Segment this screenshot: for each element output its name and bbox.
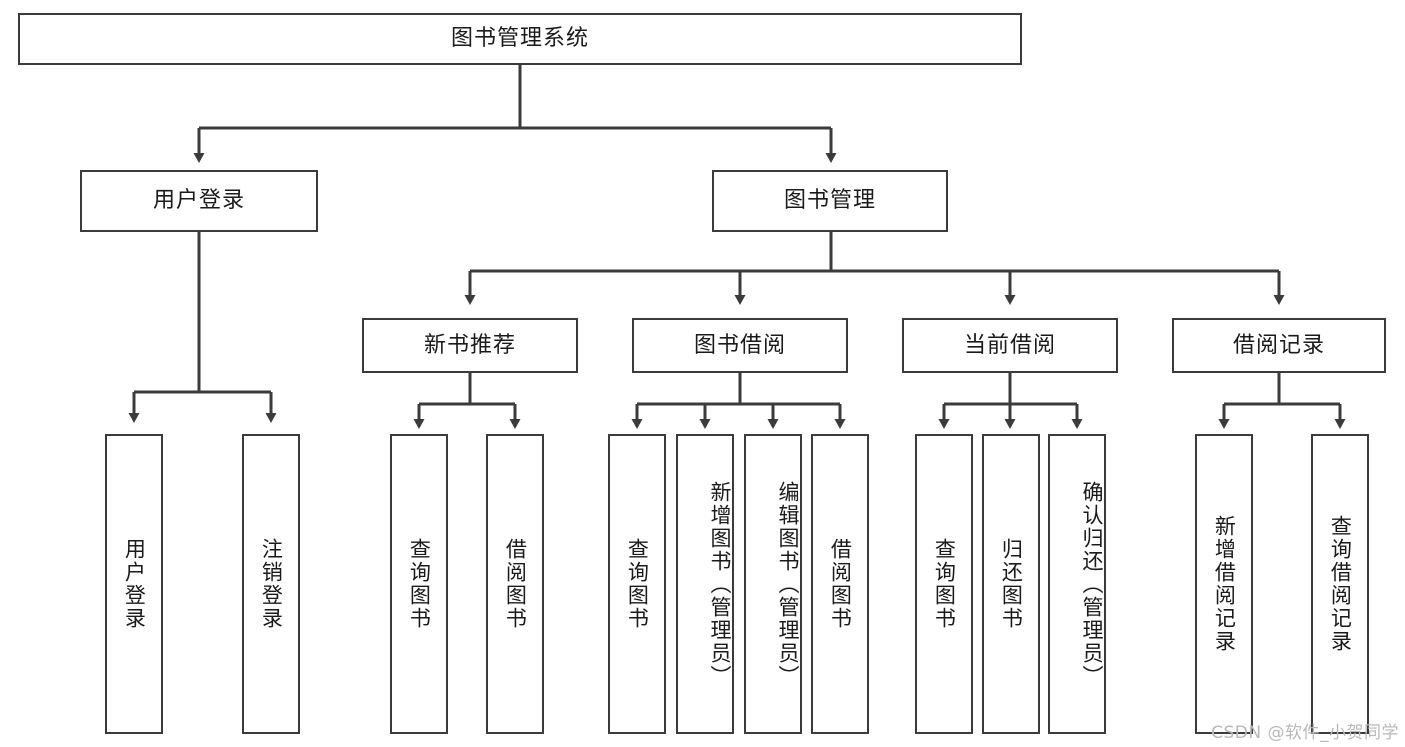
leaf-new-book-borrow-book[interactable]: 借阅图书	[486, 434, 544, 734]
node-label: 查询借阅记录	[1328, 515, 1353, 653]
node-label: 编辑图书（管理员）	[776, 480, 800, 688]
node-new-book-recommend[interactable]: 新书推荐	[362, 318, 578, 373]
leaf-current-borrow-return-book[interactable]: 归还图书	[982, 434, 1040, 734]
leaf-user-login-logout[interactable]: 注销登录	[242, 434, 300, 734]
node-label: 图书管理系统	[450, 26, 589, 52]
leaf-borrow-record-add-record[interactable]: 新增借阅记录	[1195, 434, 1253, 734]
node-label: 图书管理	[783, 188, 876, 214]
leaf-book-borrow-borrow-book[interactable]: 借阅图书	[811, 434, 869, 734]
leaf-borrow-record-query-record[interactable]: 查询借阅记录	[1311, 434, 1369, 734]
node-user-login[interactable]: 用户登录	[80, 170, 318, 232]
leaf-user-login-login[interactable]: 用户登录	[105, 434, 163, 734]
leaf-current-borrow-query-book[interactable]: 查询图书	[915, 434, 973, 734]
node-label: 新增借阅记录	[1212, 515, 1237, 653]
node-label: 用户登录	[122, 538, 147, 630]
leaf-current-borrow-confirm-return-admin[interactable]: 确认归还（管理员）	[1048, 434, 1106, 734]
node-label: 用户登录	[152, 188, 245, 214]
node-borrow-record[interactable]: 借阅记录	[1172, 318, 1386, 373]
node-label: 查询图书	[932, 538, 957, 630]
node-book-borrow[interactable]: 图书借阅	[632, 318, 848, 373]
node-label: 查询图书	[407, 538, 432, 630]
node-label: 确认归还（管理员）	[1080, 480, 1104, 688]
node-label: 新增图书（管理员）	[708, 480, 732, 688]
node-label: 当前借阅	[963, 332, 1056, 358]
leaf-book-borrow-query-book[interactable]: 查询图书	[608, 434, 666, 734]
leaf-new-book-query-book[interactable]: 查询图书	[390, 434, 448, 734]
node-label: 图书借阅	[693, 332, 786, 358]
node-label: 注销登录	[259, 538, 284, 630]
node-label: 新书推荐	[423, 332, 516, 358]
leaf-book-borrow-edit-book-admin[interactable]: 编辑图书（管理员）	[744, 434, 802, 734]
node-book-management[interactable]: 图书管理	[712, 170, 948, 232]
node-label: 查询图书	[625, 538, 650, 630]
leaf-book-borrow-add-book-admin[interactable]: 新增图书（管理员）	[676, 434, 734, 734]
node-root-book-management-system[interactable]: 图书管理系统	[18, 13, 1022, 65]
node-label: 借阅图书	[503, 538, 528, 630]
node-label: 归还图书	[999, 538, 1024, 630]
node-current-borrow[interactable]: 当前借阅	[902, 318, 1118, 373]
csdn-watermark: CSDN @软件_小贺同学	[1211, 723, 1399, 743]
node-label: 借阅图书	[828, 538, 853, 630]
node-label: 借阅记录	[1232, 332, 1325, 358]
